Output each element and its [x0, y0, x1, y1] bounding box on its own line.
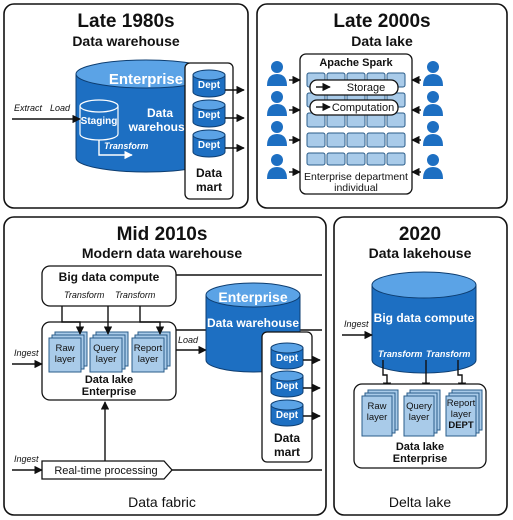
data-mart-label-2: mart	[274, 445, 300, 459]
dept-cylinder	[270, 370, 304, 398]
data-lake-label-1: Data lake	[85, 374, 133, 386]
dept-cylinder	[192, 69, 226, 98]
data-mart-label-1: Data	[274, 431, 300, 445]
data-warehouse-label-2: warehouse	[128, 120, 192, 134]
panel-subtitle: Data lakehouse	[369, 245, 472, 261]
panel-title: Late 2000s	[333, 11, 430, 32]
transform-label: Transform	[378, 349, 422, 359]
panel-title: Mid 2010s	[117, 224, 208, 245]
dept-cylinder	[270, 399, 304, 427]
load-label: Load	[50, 103, 71, 113]
panel-title: 2020	[399, 224, 441, 245]
real-time-processing-box	[41, 460, 173, 480]
dept-cylinder	[192, 99, 226, 128]
query-layer-label-1: Query	[406, 401, 432, 412]
computation-pill	[309, 99, 399, 116]
query-layer-stack	[403, 389, 441, 437]
dept-cylinder	[270, 342, 304, 370]
ingest-label: Ingest	[14, 348, 39, 358]
transform-label: Transform	[115, 290, 156, 300]
storage-pill	[309, 79, 399, 96]
data-fabric-label: Data fabric	[128, 494, 196, 510]
panel-2020: 2020 Data lakehouse Big data compute Ing…	[333, 216, 508, 516]
transform-arrow	[61, 306, 85, 335]
staging-cylinder	[79, 99, 119, 141]
panel-subtitle: Modern data warehouse	[82, 245, 242, 261]
dept-cylinder	[192, 129, 226, 158]
data-lake-label-1: Data lake	[396, 441, 444, 453]
data-warehouse-label: Data warehouse	[207, 316, 299, 330]
transform-arrow	[98, 140, 133, 160]
data-warehouse-label-1: Data	[147, 106, 173, 120]
user-icon	[267, 61, 287, 86]
dept-label: Dept	[198, 110, 221, 121]
raw-layer-stack	[48, 331, 88, 373]
dept-label: Dept	[276, 410, 299, 421]
transform-label: Transform	[426, 349, 470, 359]
data-lake-label-2: Enterprise	[82, 386, 136, 398]
lakehouse-cylinder	[371, 271, 477, 374]
data-lake-label-2: Enterprise	[393, 453, 447, 465]
data-mart-label-2: mart	[196, 180, 222, 194]
panel-late-1980s: Late 1980s Data warehouse Enterprise Sta…	[3, 3, 249, 209]
extract-label: Extract	[14, 103, 43, 113]
report-layer-label-1: Report	[447, 398, 476, 409]
dept-label: Dept	[198, 140, 221, 151]
raw-layer-label-1: Raw	[55, 343, 74, 354]
raw-layer-label-1: Raw	[367, 401, 386, 412]
report-layer-stack	[131, 331, 171, 373]
big-data-compute-label: Big data compute	[374, 311, 475, 325]
user-icon	[423, 121, 443, 146]
load-label: Load	[178, 335, 199, 345]
enterprise-label: Enterprise	[109, 71, 183, 88]
query-layer-stack	[89, 331, 129, 373]
transform-arrow	[139, 306, 165, 335]
apache-spark-label: Apache Spark	[319, 57, 393, 69]
ingest-label: Ingest	[344, 319, 369, 329]
transform-arrow	[457, 360, 467, 391]
report-layer-label-2: layer	[451, 409, 472, 420]
raw-layer-label-2: layer	[55, 354, 76, 365]
raw-layer-stack	[361, 389, 399, 437]
raw-layer-label-2: layer	[367, 412, 388, 423]
staging-label: Staging	[81, 116, 118, 127]
query-layer-label-2: layer	[96, 354, 117, 365]
user-icon	[423, 154, 443, 179]
report-layer-stack	[445, 389, 483, 437]
user-icon	[267, 154, 287, 179]
ingest-label: Ingest	[14, 454, 39, 464]
report-layer-label-1: Report	[134, 343, 163, 354]
query-layer-label-2: layer	[409, 412, 430, 423]
panel-late-2000s: Late 2000s Data lake Apache Spark	[256, 3, 508, 209]
big-data-compute-box	[41, 265, 177, 307]
panel-subtitle: Data lake	[351, 33, 413, 49]
dept-label: Dept	[276, 381, 299, 392]
big-data-compute-label: Big data compute	[59, 270, 160, 284]
dept-label: Dept	[198, 80, 221, 91]
transform-label: Transform	[64, 290, 105, 300]
user-icon	[267, 91, 287, 116]
delta-lake-label: Delta lake	[389, 494, 451, 510]
enterprise-department-label: Enterprise department	[304, 171, 408, 183]
real-time-processing-label: Real-time processing	[54, 465, 157, 477]
transform-arrow	[382, 360, 392, 391]
data-mart-label-1: Data	[196, 166, 222, 180]
storage-label: Storage	[347, 82, 386, 94]
computation-label: Computation	[332, 102, 394, 114]
panel-subtitle: Data warehouse	[72, 33, 180, 49]
individual-label: individual	[334, 182, 378, 194]
panel-mid-2010s: Mid 2010s Modern data warehouse Big data…	[3, 216, 327, 516]
dept-label: Dept	[276, 353, 299, 364]
report-layer-label-2: layer	[138, 354, 159, 365]
enterprise-label: Enterprise	[218, 289, 287, 305]
query-layer-label-1: Query	[93, 343, 119, 354]
report-layer-label-3: DEPT	[448, 420, 474, 431]
transform-label: Transform	[104, 141, 148, 151]
user-icon	[267, 121, 287, 146]
user-icon	[423, 91, 443, 116]
enterprise-cylinder	[75, 59, 217, 173]
user-icon	[423, 61, 443, 86]
panel-title: Late 1980s	[77, 11, 174, 32]
